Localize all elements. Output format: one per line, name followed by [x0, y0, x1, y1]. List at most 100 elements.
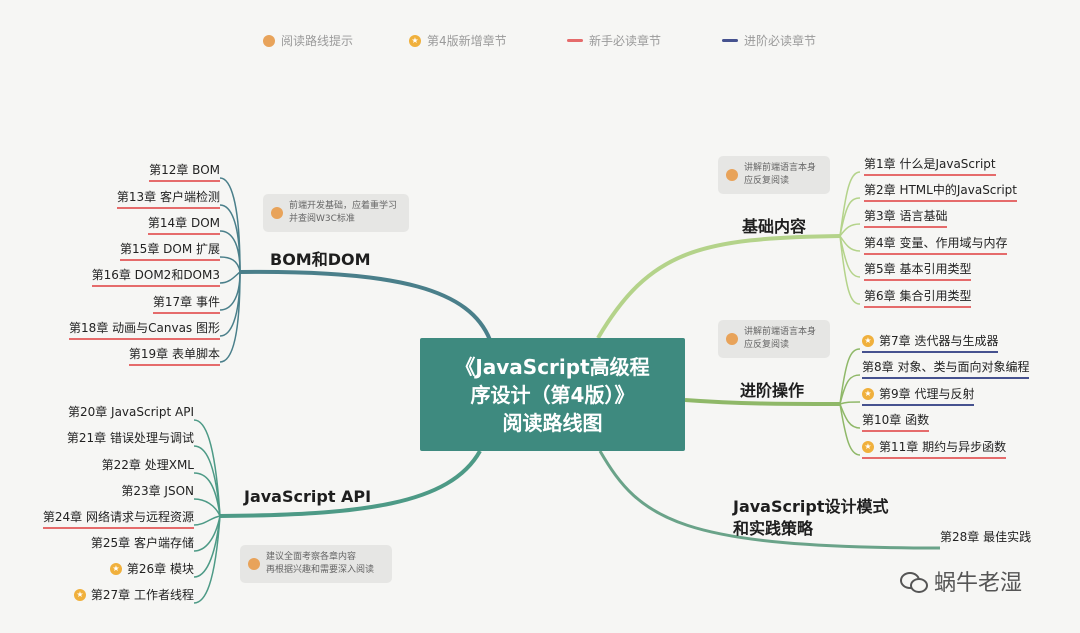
chapter-16[interactable]: 第16章 DOM2和DOM3: [91, 265, 220, 287]
chapter-label: 第20章 JavaScript API: [67, 405, 194, 419]
star-icon: ★: [109, 563, 122, 575]
chapter-27[interactable]: ★ 第27章 工作者线程: [73, 585, 194, 605]
chapter-2[interactable]: 第2章 HTML中的JavaScript: [864, 180, 1017, 202]
note-api-line2: 再根据兴趣和需要深入阅读: [266, 565, 375, 575]
chapter-10[interactable]: 第10章 函数: [862, 410, 930, 432]
note-bom: 前端开发基础，应着重学习 并查阅W3C标准: [263, 194, 409, 232]
star-icon: ★: [409, 34, 421, 47]
branch-advanced[interactable]: 进阶操作: [740, 381, 805, 400]
connector-advanced: [684, 398, 841, 406]
chapter-11[interactable]: ★ 第11章 期约与异步函数: [862, 437, 1007, 459]
note-api-line1: 建议全面考察各章内容: [266, 552, 357, 562]
branch-javascript-api[interactable]: JavaScript API: [244, 487, 372, 506]
chapter-label: 第7章 迭代器与生成器: [879, 334, 999, 348]
chapter-label: 第8章 对象、类与面向对象编程: [862, 360, 1030, 374]
chapter-label: 第18章 动画与Canvas 图形: [69, 321, 220, 335]
star-icon: ★: [862, 335, 874, 347]
chapter-18[interactable]: 第18章 动画与Canvas 图形: [69, 318, 220, 340]
blue-line-icon: [722, 39, 738, 42]
star-icon: ★: [862, 441, 874, 453]
note-basics: 讲解前端语言本身 应反复阅读: [718, 156, 830, 194]
note-bom-line2: 并查阅W3C标准: [289, 214, 355, 224]
red-line-icon: [567, 39, 583, 42]
chapter-label: 第26章 模块: [126, 562, 194, 576]
branch-bom-dom[interactable]: BOM和DOM: [270, 250, 371, 269]
chapter-1[interactable]: 第1章 什么是JavaScript: [864, 154, 996, 176]
chapter-12[interactable]: 第12章 BOM: [149, 160, 220, 182]
chapter-17[interactable]: 第17章 事件: [152, 292, 220, 314]
chapter-6[interactable]: 第6章 集合引用类型: [864, 286, 972, 308]
chapter-label: 第9章 代理与反射: [879, 387, 975, 401]
legend-new-chapter: ★ 第4版新增章节: [409, 32, 507, 49]
wechat-icon: [900, 570, 928, 593]
chapter-label: 第6章 集合引用类型: [864, 289, 972, 303]
chapter-23[interactable]: 第23章 JSON: [121, 481, 194, 501]
chapter-label: 第5章 基本引用类型: [864, 262, 972, 276]
chapter-14[interactable]: 第14章 DOM: [147, 213, 220, 235]
api-fan: [193, 419, 221, 604]
chapter-13[interactable]: 第13章 客户端检测: [116, 187, 220, 209]
chapter-3[interactable]: 第3章 语言基础: [864, 206, 948, 228]
chapter-20[interactable]: 第20章 JavaScript API: [68, 402, 194, 422]
legend-beginner: 新手必读章节: [567, 32, 661, 49]
advanced-fan: [839, 348, 861, 456]
chapter-28[interactable]: 第28章 最佳实践: [940, 527, 1031, 547]
branch-basics[interactable]: 基础内容: [742, 217, 807, 236]
chapter-label: 第2章 HTML中的JavaScript: [864, 183, 1017, 197]
chapter-label: 第28章 最佳实践: [940, 530, 1032, 544]
lightbulb-icon: [263, 34, 275, 47]
central-topic-line3: 阅读路线图: [502, 410, 603, 435]
watermark-text: 蜗牛老湿: [934, 571, 1023, 596]
bom-fan: [219, 177, 241, 363]
chapter-22[interactable]: 第22章 处理XML: [102, 455, 194, 475]
chapter-label: 第19章 表单脚本: [128, 347, 220, 361]
chapter-label: 第16章 DOM2和DOM3: [91, 268, 220, 282]
note-advanced: 讲解前端语言本身 应反复阅读: [718, 320, 830, 358]
chapter-label: 第3章 语言基础: [864, 209, 948, 223]
chapter-19[interactable]: 第19章 表单脚本: [128, 344, 220, 366]
chapter-15[interactable]: 第15章 DOM 扩展: [120, 239, 220, 261]
lightbulb-icon: [726, 169, 738, 181]
chapter-21[interactable]: 第21章 错误处理与调试: [67, 428, 194, 448]
chapter-label: 第24章 网络请求与远程资源: [42, 510, 194, 524]
chapter-24[interactable]: 第24章 网络请求与远程资源: [42, 507, 194, 529]
connector-patterns: [598, 450, 941, 550]
chapter-4[interactable]: 第4章 变量、作用域与内存: [864, 233, 1008, 255]
lightbulb-icon: [248, 558, 260, 570]
legend-read-tip-label: 阅读路线提示: [281, 34, 354, 48]
chapter-label: 第15章 DOM 扩展: [120, 242, 220, 256]
note-api: 建议全面考察各章内容 再根据兴趣和需要深入阅读: [240, 545, 392, 583]
chapter-label: 第22章 处理XML: [101, 458, 194, 472]
connector-bom: [239, 269, 492, 341]
chapter-label: 第25章 客户端存储: [90, 536, 194, 550]
chapter-label: 第4章 变量、作用域与内存: [864, 236, 1008, 250]
chapter-7[interactable]: ★ 第7章 迭代器与生成器: [862, 331, 999, 353]
central-topic[interactable]: 《JavaScript高级程 序设计（第4版）》 阅读路线图: [420, 338, 685, 451]
chapter-9[interactable]: ★ 第9章 代理与反射: [862, 384, 975, 406]
note-advanced-line2: 应反复阅读: [744, 340, 790, 350]
chapter-label: 第27章 工作者线程: [90, 588, 194, 602]
note-basics-line2: 应反复阅读: [744, 176, 790, 186]
chapter-5[interactable]: 第5章 基本引用类型: [864, 259, 972, 281]
chapter-26[interactable]: ★ 第26章 模块: [109, 559, 194, 579]
chapter-label: 第21章 错误处理与调试: [66, 431, 194, 445]
chapter-label: 第12章 BOM: [149, 163, 220, 177]
chapter-25[interactable]: 第25章 客户端存储: [91, 533, 194, 553]
lightbulb-icon: [726, 333, 738, 345]
legend-beginner-label: 新手必读章节: [589, 34, 662, 48]
chapter-label: 第17章 事件: [152, 295, 220, 309]
chapter-label: 第1章 什么是JavaScript: [864, 157, 996, 171]
legend-advanced-label: 进阶必读章节: [744, 34, 817, 48]
branch-patterns[interactable]: JavaScript设计模式 和实践策略: [733, 496, 888, 540]
lightbulb-icon: [271, 207, 283, 219]
legend-new-chapter-label: 第4版新增章节: [427, 34, 507, 48]
note-bom-line1: 前端开发基础，应着重学习: [289, 201, 398, 211]
watermark: 蜗牛老湿: [900, 565, 1022, 597]
chapter-8[interactable]: 第8章 对象、类与面向对象编程: [862, 357, 1030, 379]
chapter-label: 第11章 期约与异步函数: [879, 440, 1007, 454]
branch-patterns-line2: 和实践策略: [733, 519, 814, 538]
star-icon: ★: [862, 388, 874, 400]
chapter-label: 第14章 DOM: [147, 216, 220, 230]
note-basics-line1: 讲解前端语言本身: [744, 163, 817, 173]
